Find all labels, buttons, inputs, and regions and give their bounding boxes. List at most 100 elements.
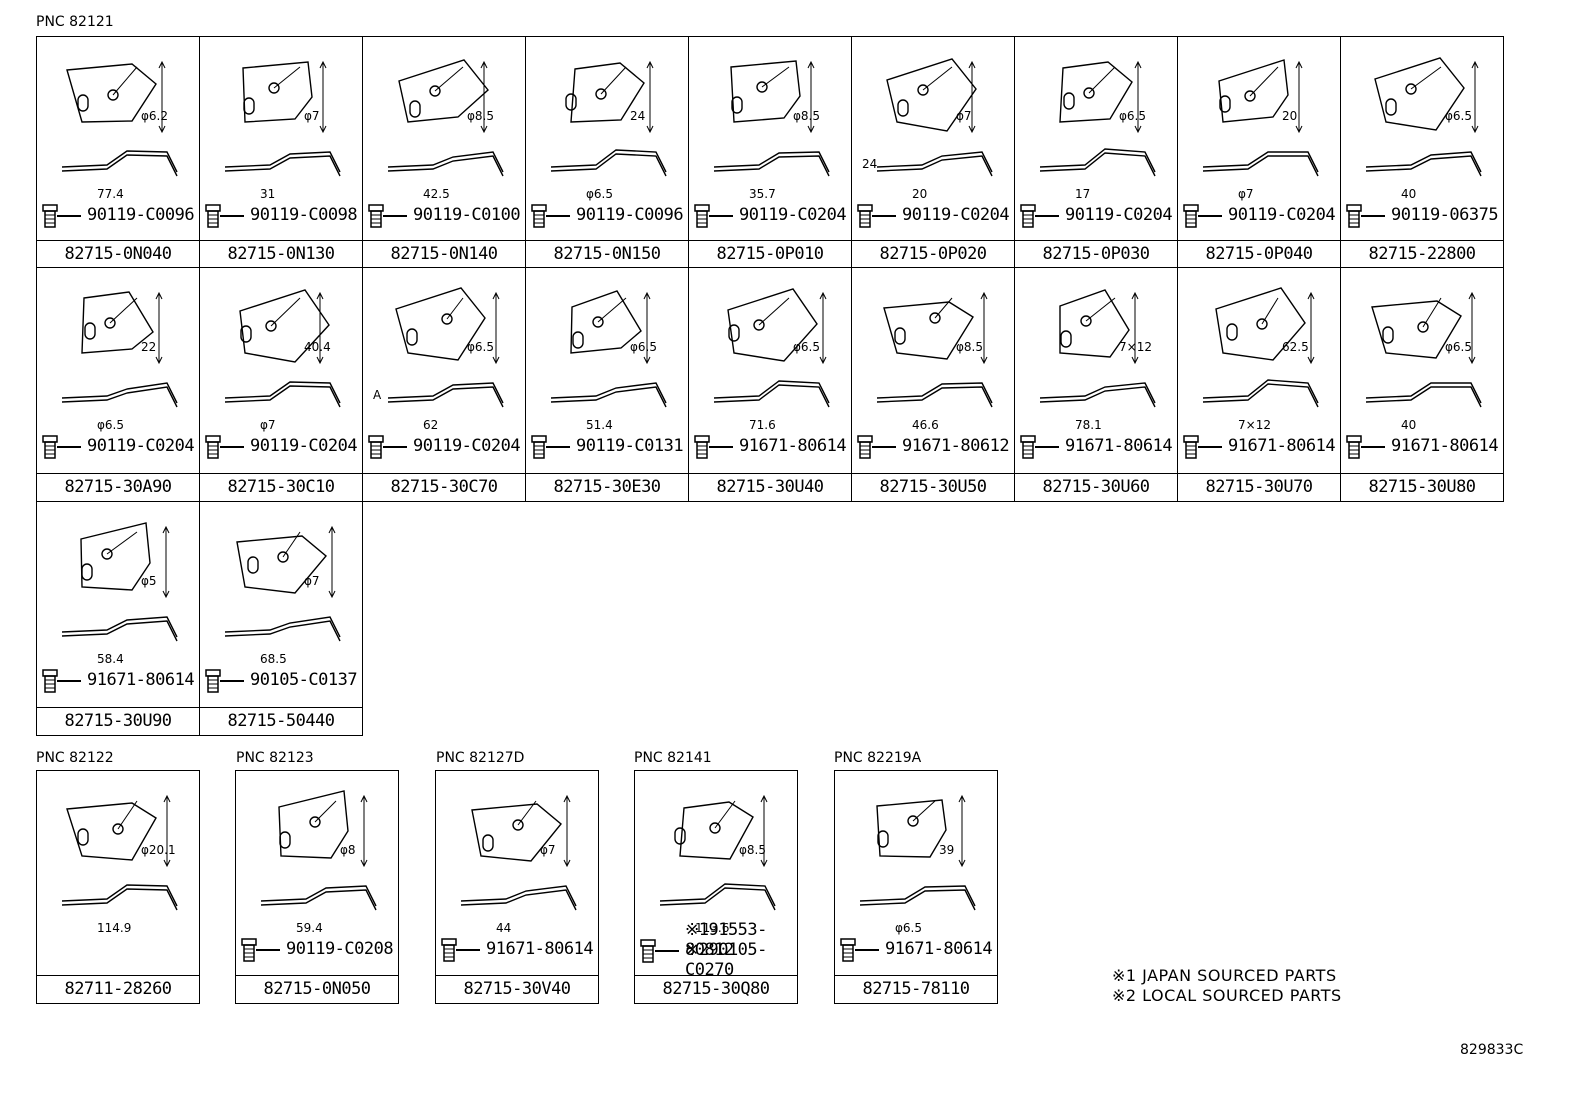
- part-number[interactable]: 82715-30U60: [1042, 477, 1150, 497]
- bolt-callout[interactable]: 91671-80614: [693, 435, 855, 459]
- bolt-callout[interactable]: 91671-80614: [440, 938, 602, 962]
- part-number[interactable]: 82715-22800: [1368, 244, 1476, 264]
- part-number[interactable]: 82715-0N040: [64, 244, 172, 264]
- part-number[interactable]: 82715-30U80: [1368, 477, 1476, 497]
- part-number[interactable]: 82715-0N150: [553, 244, 661, 264]
- bolt-callout[interactable]: 91671-80614: [41, 669, 203, 693]
- bolt-callout[interactable]: 90105-C0137: [204, 669, 366, 693]
- part-number[interactable]: 82715-30U70: [1205, 477, 1313, 497]
- bolt-callout[interactable]: ※290105-C0270※191553-80812: [639, 920, 801, 980]
- part-number[interactable]: 82715-0P040: [1205, 244, 1313, 264]
- dimension-label: φ20.1: [141, 843, 176, 857]
- bolt-icon: [694, 204, 733, 228]
- part-number[interactable]: 82715-0N140: [390, 244, 498, 264]
- bolt-callout[interactable]: 91671-80614: [1019, 435, 1181, 459]
- bolt-icon: [1346, 204, 1385, 228]
- part-number[interactable]: 82715-30U50: [879, 477, 987, 497]
- bolt-callout[interactable]: 90119-C0204: [693, 204, 855, 228]
- dimension-label: φ6.5: [895, 921, 922, 935]
- dimension-label: 51.4: [586, 418, 613, 432]
- dimension-label: φ6.5: [97, 418, 124, 432]
- bolt-callout[interactable]: 90119-C0204: [204, 435, 366, 459]
- bolt-callout[interactable]: 90119-C0096: [530, 204, 692, 228]
- part-cell[interactable]: 22 φ6.5 90119-C0204 82715-30A90: [36, 267, 200, 502]
- dimension-label: 22: [141, 340, 157, 354]
- bolt-callout[interactable]: 91671-80614: [1182, 435, 1344, 459]
- pnc-label-82219a: PNC 82219A: [834, 750, 922, 766]
- part-number[interactable]: 82715-30Q80: [662, 979, 770, 999]
- dimension-label: 17: [1075, 187, 1091, 201]
- dimension-label: 20: [912, 187, 928, 201]
- part-illustration: [1178, 268, 1340, 468]
- part-number[interactable]: 82715-50440: [227, 711, 335, 731]
- part-illustration: [689, 37, 851, 237]
- part-number[interactable]: 82711-28260: [64, 979, 172, 999]
- part-number[interactable]: 82715-0P030: [1042, 244, 1150, 264]
- bolt-callout[interactable]: 90119-C0204: [856, 204, 1018, 228]
- bolt-callout[interactable]: 91671-80614: [1345, 435, 1507, 459]
- dimension-label: 46.6: [912, 418, 939, 432]
- bolt-callout[interactable]: 90119-C0204: [367, 435, 529, 459]
- bolt-callout[interactable]: 91671-80614: [839, 938, 1001, 962]
- part-number[interactable]: 82715-30A90: [64, 477, 172, 497]
- bolt-icon: [205, 435, 244, 459]
- part-number[interactable]: 82715-30U90: [64, 711, 172, 731]
- bolt-callout[interactable]: 90119-06375: [1345, 204, 1507, 228]
- part-illustration: [200, 502, 362, 702]
- part-illustration: [37, 502, 199, 702]
- bolt-callout[interactable]: 90119-C0208: [240, 938, 402, 962]
- dimension-label: 35.7: [749, 187, 776, 201]
- bolt-callout[interactable]: 90119-C0131: [530, 435, 692, 459]
- part-number[interactable]: 82715-30U40: [716, 477, 824, 497]
- dimension-label: φ6.5: [467, 340, 494, 354]
- part-number[interactable]: 82715-0P010: [716, 244, 824, 264]
- part-number[interactable]: 82715-30C10: [227, 477, 335, 497]
- dimension-label: 62: [423, 418, 439, 432]
- bolt-callout[interactable]: 90119-C0096: [41, 204, 203, 228]
- part-number[interactable]: 82715-30V40: [463, 979, 571, 999]
- bolt-icon: [840, 938, 879, 962]
- part-number[interactable]: 82715-0N050: [263, 979, 371, 999]
- bolt-icon: [368, 435, 407, 459]
- bolt-callout[interactable]: 90119-C0204: [1182, 204, 1344, 228]
- part-number[interactable]: 82715-0N130: [227, 244, 335, 264]
- bolt-callout[interactable]: 90119-C0098: [204, 204, 366, 228]
- part-number[interactable]: 82715-78110: [862, 979, 970, 999]
- bolt-callout[interactable]: 90119-C0204: [1019, 204, 1181, 228]
- bolt-callout[interactable]: 91671-80612: [856, 435, 1018, 459]
- part-illustration: [1341, 268, 1503, 468]
- part-number[interactable]: 82715-30E30: [553, 477, 661, 497]
- part-number[interactable]: 82715-0P020: [879, 244, 987, 264]
- part-illustration: [436, 771, 598, 971]
- pnc-label-82141: PNC 82141: [634, 750, 712, 766]
- bolt-callout[interactable]: 90119-C0204: [41, 435, 203, 459]
- bolt-icon: [640, 939, 679, 963]
- part-number[interactable]: 82715-30C70: [390, 477, 498, 497]
- part-illustration: [236, 771, 398, 971]
- bolt-callout[interactable]: 90119-C0100: [367, 204, 529, 228]
